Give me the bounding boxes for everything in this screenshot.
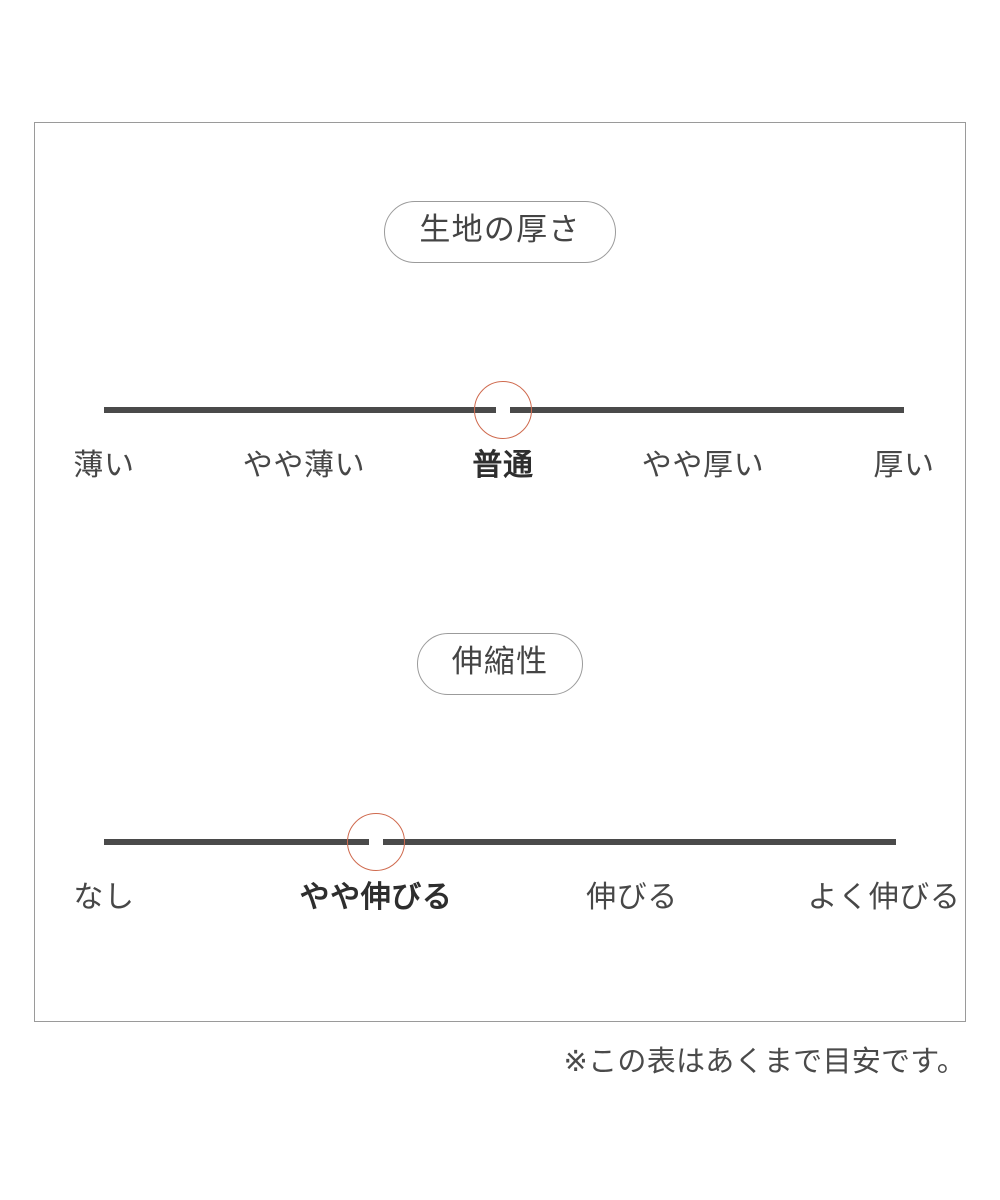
scale-label-thickness-3: やや厚い: [641, 448, 765, 482]
scale-label-stretch-3: よく伸びる: [807, 880, 961, 914]
section-fabric-thickness: 生地の厚さ: [35, 201, 965, 495]
track-line-stretch: [104, 838, 896, 845]
scale-label-thickness-2: 普通: [472, 448, 534, 482]
scale-label-thickness-1: やや薄い: [242, 448, 366, 482]
section-title-fabric-thickness: 生地の厚さ: [384, 201, 616, 263]
scale-track-fabric-thickness: 薄い やや薄い 普通 やや厚い 厚い: [35, 325, 965, 495]
active-halo-icon: [347, 812, 405, 871]
section-stretch: 伸縮性 なし: [35, 633, 965, 927]
pill-wrap-thickness: 生地の厚さ: [35, 201, 965, 263]
scale-label-thickness-0: 薄い: [73, 448, 135, 482]
section-title-stretch: 伸縮性: [416, 633, 584, 695]
pill-wrap-stretch: 伸縮性: [35, 633, 965, 695]
active-halo-icon: [474, 380, 532, 439]
scale-track-stretch: なし やや伸びる 伸びる よく伸びる: [35, 757, 965, 927]
scale-label-thickness-4: 厚い: [873, 448, 935, 482]
scale-label-stretch-0: なし: [73, 880, 135, 914]
fabric-spec-card: 生地の厚さ: [34, 122, 966, 1022]
footnote-disclaimer: ※この表はあくまで目安です。: [563, 1046, 966, 1078]
scale-label-stretch-1: やや伸びる: [299, 880, 453, 914]
scale-label-stretch-2: 伸びる: [586, 880, 678, 914]
